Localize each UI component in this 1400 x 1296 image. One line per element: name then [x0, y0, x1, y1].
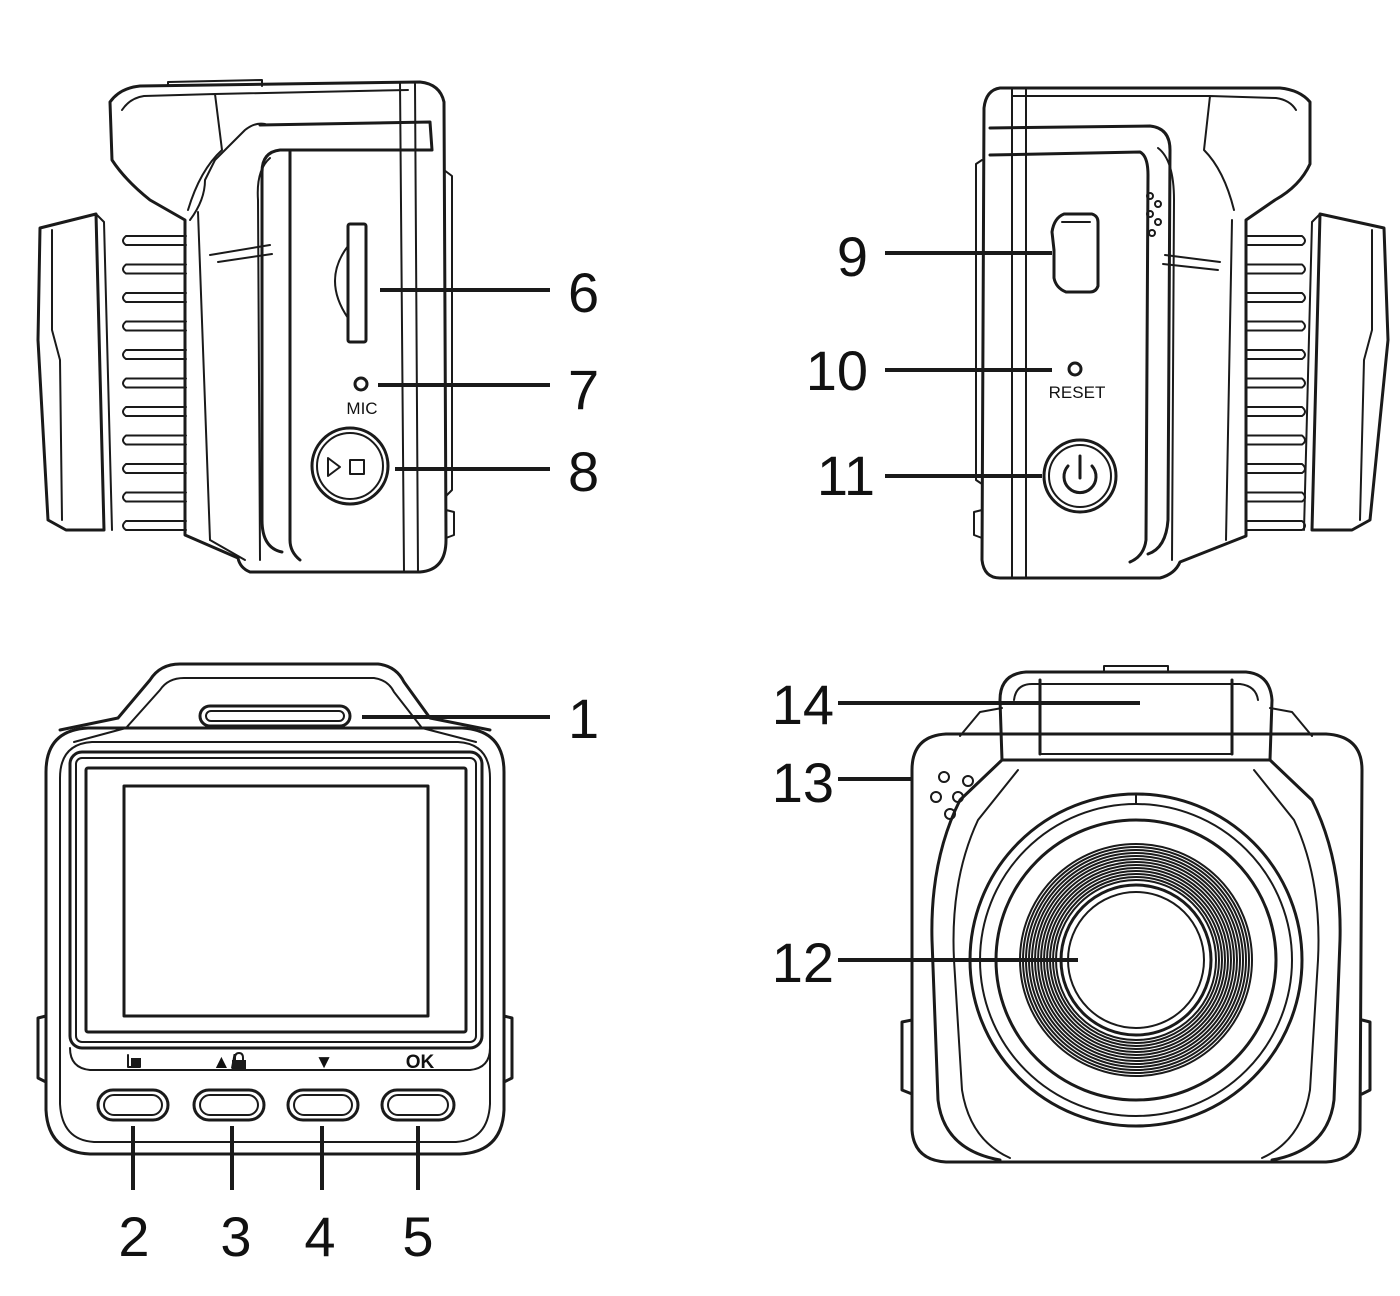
lens-rib: [122, 349, 187, 360]
menu-mode-icon: [127, 1054, 141, 1068]
lock-icon: [232, 1052, 246, 1069]
lens-rib: [122, 520, 187, 531]
lens-ring: [1055, 879, 1217, 1041]
lens-rib: [122, 491, 187, 503]
front-view: [900, 665, 1372, 1164]
reset-label: RESET: [1049, 383, 1106, 402]
lcd-screen: [122, 784, 430, 1018]
callout-12: 12: [772, 931, 834, 994]
lens-rib: [1245, 434, 1306, 446]
callout-6: 6: [568, 261, 599, 324]
lens-rib: [122, 292, 187, 303]
play-stop-icon[interactable]: [327, 457, 365, 477]
callout-4: 4: [304, 1205, 335, 1268]
callout-1: 1: [568, 687, 599, 750]
callout-8: 8: [568, 440, 599, 503]
lens-rib: [1245, 377, 1306, 389]
lens-rib: [1245, 235, 1306, 246]
lens-rib: [1245, 292, 1306, 303]
callout-3: 3: [220, 1205, 251, 1268]
lens-rib: [1245, 520, 1306, 531]
lens-rib: [122, 320, 187, 332]
up-lock-label: ▲/: [212, 1052, 237, 1073]
lens-rib: [1245, 349, 1306, 360]
callout-14: 14: [772, 673, 834, 736]
callout-7: 7: [568, 358, 599, 421]
mic-label: MIC: [346, 399, 377, 418]
lens-rib: [122, 235, 187, 246]
lens-rib: [122, 463, 187, 474]
menu-mode-button[interactable]: [96, 1088, 170, 1122]
lens-ribs: [122, 235, 187, 531]
lens-ribs: [1245, 235, 1306, 531]
ok-label: OK: [406, 1052, 435, 1073]
lens-rib: [1245, 463, 1306, 474]
callout-2: 2: [118, 1205, 149, 1268]
lens-rib: [122, 263, 187, 275]
ok-button[interactable]: [380, 1088, 456, 1122]
lens-rib: [1245, 406, 1306, 417]
back-view: ▲/ ▼ OK: [36, 662, 514, 1156]
lens-rib: [1245, 320, 1306, 332]
callout-9: 9: [837, 225, 868, 288]
lens-rib: [122, 406, 187, 417]
callout-10: 10: [806, 339, 868, 402]
power-icon[interactable]: [1062, 454, 1098, 495]
lens-rib: [122, 434, 187, 446]
left-side-view: MIC: [36, 79, 455, 574]
right-side-view: RESET: [973, 86, 1390, 580]
callout-11: 11: [817, 444, 875, 507]
callout-13: 13: [772, 751, 834, 814]
down-label: ▼: [315, 1052, 334, 1073]
lens-rib: [1245, 491, 1306, 503]
up-lock-button[interactable]: [192, 1088, 266, 1122]
lens-rib: [1245, 263, 1306, 275]
lens-rib: [122, 377, 187, 389]
callout-5: 5: [402, 1205, 433, 1268]
down-button[interactable]: [286, 1088, 360, 1122]
